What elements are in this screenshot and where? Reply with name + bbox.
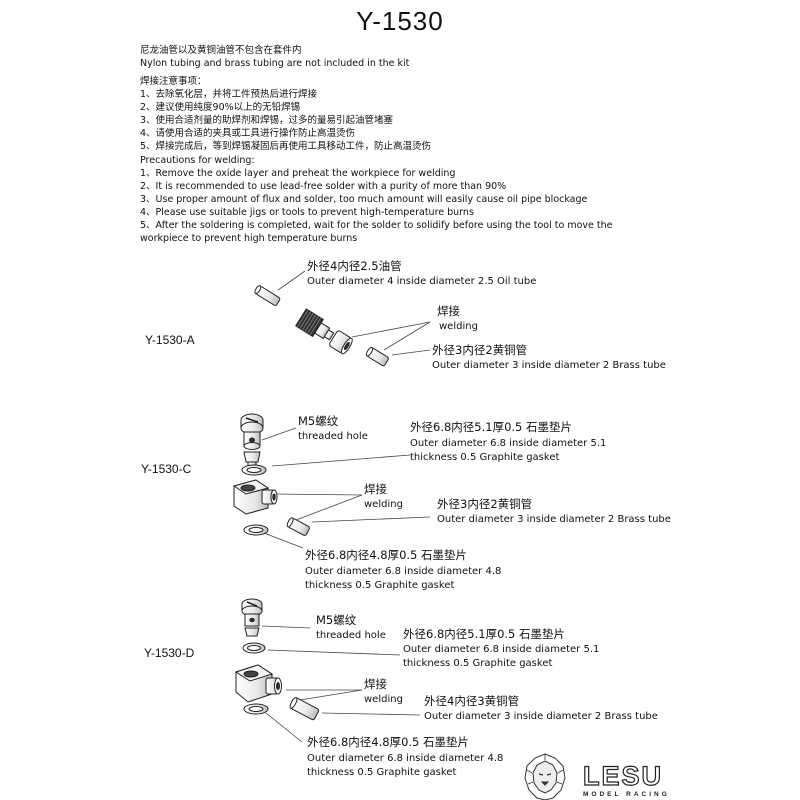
model-label-c: Y-1530-C	[141, 462, 192, 476]
leader-lines	[261, 270, 431, 743]
gasket-c-bottom	[243, 524, 269, 536]
weld-label-a-cn: 焊接	[437, 304, 460, 318]
gasket2-d-cn: 外径6.8内径4.8厚0.5 石墨垫片	[307, 735, 470, 749]
gasket2-c-cn: 外径6.8内径4.8厚0.5 石墨垫片	[305, 548, 468, 562]
brass-tube-a	[365, 346, 389, 367]
weld-label-c-en: welding	[364, 499, 403, 510]
welding-cn-4: 4、请使用合适的夹具或工具进行操作防止高温烫伤	[140, 128, 356, 139]
thread-label-d-en: threaded hole	[316, 630, 386, 641]
banjo-body-d	[234, 664, 282, 703]
welding-en-6: workpiece to prevent high temperature bu…	[140, 233, 358, 244]
banjo-body-c	[232, 479, 278, 515]
weld-label-d-cn: 焊接	[364, 677, 387, 691]
gasket1-d-en1: Outer diameter 6.8 inside diameter 5.1	[403, 644, 600, 655]
gasket2-c-en1: Outer diameter 6.8 inside diameter 4.8	[305, 566, 502, 577]
brand-logo: LESU MODEL RACING	[582, 761, 670, 798]
section-a-parts	[254, 285, 389, 367]
welding-en-1: 1、Remove the oxide layer and preheat the…	[140, 168, 456, 179]
weld-label-c-cn: 焊接	[364, 482, 387, 496]
weld-label-d-en: welding	[364, 694, 403, 705]
section-c-parts	[232, 413, 310, 536]
gasket2-d-en2: thickness 0.5 Graphite gasket	[307, 767, 457, 778]
welding-en-heading: Precautions for welding:	[140, 155, 255, 166]
brass-tube-a-en: Outer diameter 3 inside diameter 2 Brass…	[432, 360, 666, 371]
gasket1-c-cn: 外径6.8内径5.1厚0.5 石墨垫片	[410, 420, 573, 434]
intro-cn: 尼龙油管以及黄铜油管不包含在套件内	[140, 45, 302, 56]
brass-tube-d	[289, 696, 320, 721]
gasket1-d-en2: thickness 0.5 Graphite gasket	[403, 658, 553, 669]
welding-en-5: 5、After the soldering is completed, wait…	[140, 220, 613, 231]
thread-label-d-cn: M5螺纹	[316, 613, 357, 627]
welding-cn-heading: 焊接注意事项：	[140, 76, 207, 87]
model-label-a: Y-1530-A	[145, 333, 195, 347]
gasket-d-bottom	[243, 703, 269, 715]
welding-en-3: 3、Use proper amount of flux and solder, …	[140, 194, 588, 205]
intro-en: Nylon tubing and brass tubing are not in…	[140, 58, 410, 69]
welding-en-4: 4、Please use suitable jigs or tools to p…	[140, 207, 474, 218]
gasket1-c-en1: Outer diameter 6.8 inside diameter 5.1	[410, 438, 607, 449]
brass-tube-a-cn: 外径3内径2黄铜管	[432, 343, 528, 357]
fitting-a	[295, 308, 353, 355]
lion-head-icon	[524, 753, 566, 800]
oil-tube-a	[254, 285, 281, 306]
brass-tube-c	[286, 517, 310, 536]
welding-cn-5: 5、焊接完成后，等到焊锡凝固后再使用工具移动工件，防止高温烫伤	[140, 141, 432, 152]
welding-cn-2: 2、建议使用纯度90%以上的无铅焊锡	[140, 102, 301, 113]
thread-label-c-en: threaded hole	[298, 431, 368, 442]
section-d-parts	[234, 598, 320, 721]
document-title: Y-1530	[356, 6, 444, 36]
brass-tube-d-cn: 外径4内径3黄铜管	[424, 694, 520, 708]
gasket-c-top	[241, 464, 267, 476]
welding-cn-1: 1、去除氧化层，并将工件预热后进行焊接	[140, 89, 318, 100]
banjo-bolt-c	[240, 413, 264, 469]
brand-name: LESU	[582, 761, 664, 791]
banjo-bolt-d	[241, 598, 263, 637]
brass-tube-c-cn: 外径3内径2黄铜管	[437, 497, 533, 511]
welding-en-2: 2、It is recommended to use lead-free sol…	[140, 181, 507, 192]
welding-cn-3: 3、使用合适剂量的助焊剂和焊锡，过多的量易引起油管堵塞	[140, 115, 394, 126]
brass-tube-c-en: Outer diameter 3 inside diameter 2 Brass…	[437, 514, 671, 525]
weld-label-a-en: welding	[439, 321, 478, 332]
gasket2-d-en1: Outer diameter 6.8 inside diameter 4.8	[307, 753, 504, 764]
model-label-d: Y-1530-D	[144, 646, 195, 660]
gasket1-c-en2: thickness 0.5 Graphite gasket	[410, 452, 560, 463]
brand-subtitle: MODEL RACING	[583, 791, 670, 798]
gasket2-c-en2: thickness 0.5 Graphite gasket	[305, 580, 455, 591]
gasket1-d-cn: 外径6.8内径5.1厚0.5 石墨垫片	[403, 627, 566, 641]
oil-tube-label-en: Outer diameter 4 inside diameter 2.5 Oil…	[307, 276, 537, 287]
thread-label-c-cn: M5螺纹	[298, 414, 339, 428]
gasket-d-top	[242, 642, 266, 654]
oil-tube-label-cn: 外径4内径2.5油管	[307, 259, 402, 273]
brass-tube-d-en: Outer diameter 3 inside diameter 2 Brass…	[424, 711, 658, 722]
